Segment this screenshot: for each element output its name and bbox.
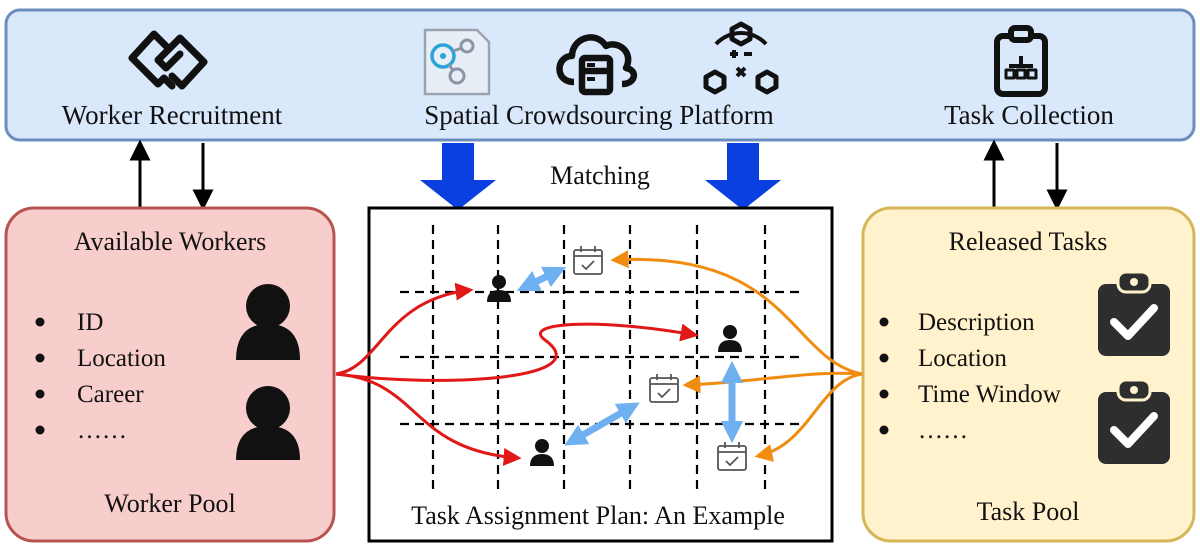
math-operations-icon [703,21,779,95]
worker-pool-heading: Available Workers [74,227,267,256]
task-edge [682,371,863,394]
calendar-task-icon [649,374,679,403]
worker-attribute-item: …… [77,417,127,444]
worker-attribute-item: Location [77,345,166,372]
worker-pool-footer: Worker Pool [104,489,236,518]
clipboard-check-icon [1098,378,1170,464]
person-icon [487,275,511,302]
worker-attribute-item: Career [77,381,144,408]
worker-attribute-list: ID Location Career …… [35,309,166,444]
worker-edge [335,322,699,382]
task-attribute-list: Description Location Time Window …… [879,309,1061,444]
person-icon [718,325,742,352]
assignment-arrow [516,266,567,292]
matching-arrow-left [420,143,496,210]
task-edge [754,372,863,462]
task-pool-footer: Task Pool [977,497,1080,526]
task-attribute-item: Time Window [918,381,1061,408]
worker-attribute-item: ID [77,309,103,336]
worker-edges [335,282,699,466]
matching-arrow-right [705,143,781,210]
worker-edge [335,372,522,466]
cloud-server-icon [556,34,637,96]
clipboard-check-icon [1098,270,1170,356]
platform-name-label: Spatial Crowdsourcing Platform [424,100,773,130]
assignment-arrows [516,266,744,446]
task-attribute-item: Location [918,345,1007,372]
assignment-plan-caption: Task Assignment Plan: An Example [411,501,785,530]
worker-edge [335,282,474,376]
worker-recruitment-label: Worker Recruitment [62,100,283,130]
task-pool-heading: Released Tasks [949,227,1108,256]
person-icon [236,386,300,460]
assignment-arrow [564,402,640,446]
matching-label: Matching [550,161,650,190]
clipboard-org-icon [994,25,1048,97]
person-icon [236,284,300,360]
calendar-task-icon [573,246,603,275]
network-doc-icon [423,28,491,96]
task-pool-box [861,206,1196,543]
task-edges [610,250,863,462]
calendar-task-icon [717,442,747,471]
task-edge [610,250,863,376]
task-collection-label: Task Collection [944,100,1114,130]
person-icon [530,439,554,466]
handshake-icon [128,30,208,90]
task-attribute-item: …… [918,417,968,444]
task-attribute-item: Description [918,309,1035,336]
